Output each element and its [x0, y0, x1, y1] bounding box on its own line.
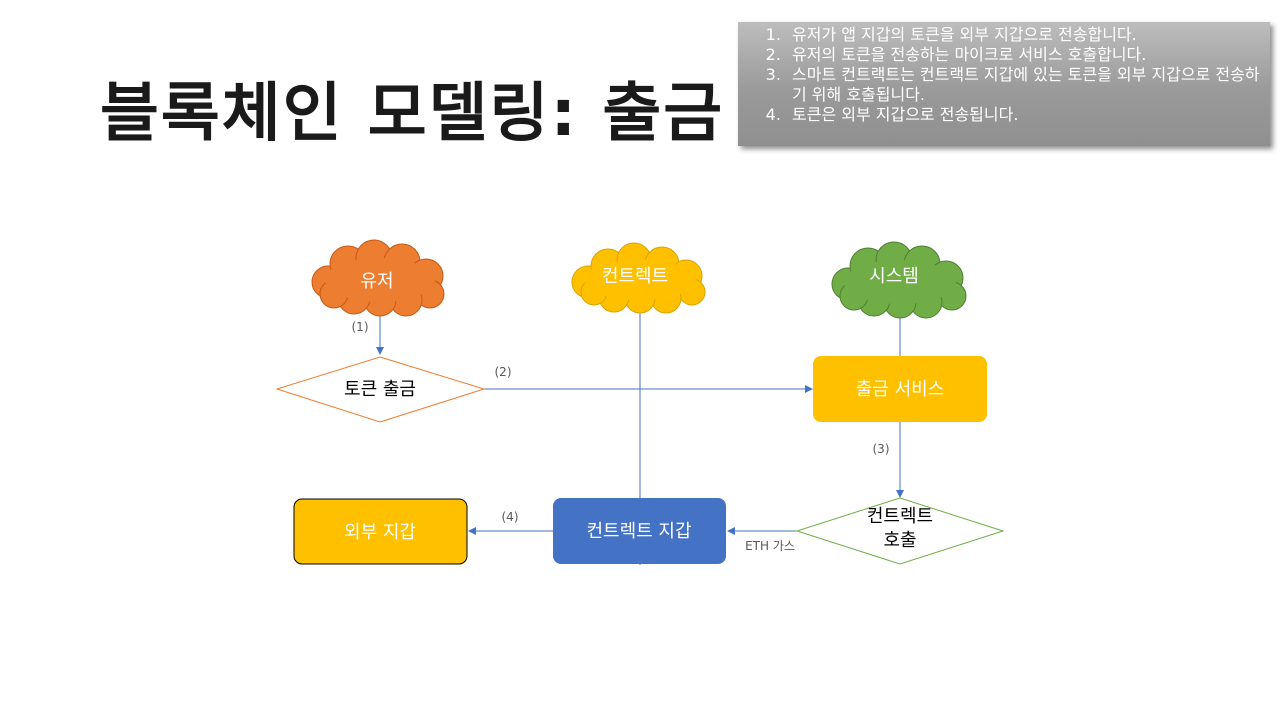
- step-item-4: 토큰은 외부 지갑으로 전송됩니다.: [786, 105, 1260, 125]
- edge-label-4: (4): [502, 510, 519, 524]
- step-item-1: 유저가 앱 지갑의 토큰을 외부 지갑으로 전송합니다.: [786, 25, 1260, 45]
- cloud-contract-label: 컨트렉트: [602, 266, 668, 287]
- cloud-shape: [831, 241, 967, 319]
- process-withdraw-service: 출금 서비스: [813, 356, 987, 422]
- process-shape: [813, 356, 987, 422]
- process-external-wallet-label: 외부 지갑: [344, 522, 416, 543]
- cloud-shape: [571, 242, 706, 314]
- step-item-2: 유저의 토큰을 전송하는 마이크로 서비스 호출합니다.: [786, 45, 1260, 65]
- edge-label-3: (3): [873, 442, 890, 456]
- edge-label-2: (2): [495, 365, 512, 379]
- decision-token-withdraw: 토큰 출금: [275, 356, 486, 423]
- cloud-contract: 컨트렉트: [571, 242, 706, 314]
- process-shape: [293, 498, 468, 565]
- edge-label-1: (1): [352, 320, 369, 334]
- steps-note: 유저가 앱 지갑의 토큰을 외부 지갑으로 전송합니다. 유저의 토큰을 전송하…: [738, 22, 1270, 146]
- cloud-user-label: 유저: [360, 271, 393, 292]
- process-contract-wallet: 컨트렉트 지갑: [553, 498, 726, 564]
- process-shape: [553, 498, 726, 564]
- process-contract-wallet-label: 컨트렉트 지갑: [586, 521, 691, 542]
- steps-list: 유저가 앱 지갑의 토큰을 외부 지갑으로 전송합니다. 유저의 토큰을 전송하…: [748, 25, 1260, 125]
- decision-token-withdraw-label: 토큰 출금: [344, 379, 416, 400]
- decision-contract-call-line2: 호출: [883, 530, 916, 551]
- step-item-3: 스마트 컨트랙트는 컨트랙트 지갑에 있는 토큰을 외부 지갑으로 전송하기 위…: [786, 65, 1260, 105]
- cloud-shape: [311, 239, 445, 317]
- process-external-wallet: 외부 지갑: [293, 498, 468, 565]
- decision-shape: [795, 497, 1005, 565]
- decision-contract-call: 컨트렉트 호출: [795, 497, 1005, 565]
- page-title: 블록체인 모델링: 출금: [100, 77, 725, 151]
- decision-shape: [275, 356, 486, 423]
- cloud-user: 유저: [311, 239, 445, 317]
- decision-contract-call-line1: 컨트렉트: [867, 506, 933, 527]
- cloud-system: 시스템: [831, 241, 967, 319]
- edge-label-gas: ETH 가스: [745, 539, 795, 553]
- process-withdraw-service-label: 출금 서비스: [856, 379, 945, 400]
- cloud-system-label: 시스템: [869, 266, 919, 287]
